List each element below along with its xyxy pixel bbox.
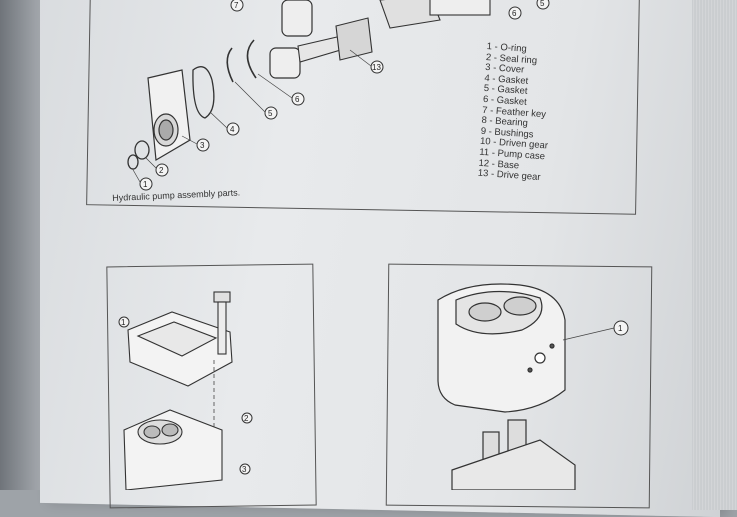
callout-label: 3	[242, 465, 247, 474]
callout-label: 1	[121, 318, 126, 327]
gasket-5	[226, 47, 234, 83]
callout-leaders-top	[131, 49, 372, 183]
gasket-6	[246, 39, 257, 79]
gasket-4	[192, 66, 215, 119]
drive-shaft	[297, 0, 491, 63]
callout-label: 2	[244, 414, 249, 423]
callout-label: 6	[512, 9, 517, 18]
bottom-right-pump-drawing	[437, 283, 576, 490]
callout-label: 6	[295, 95, 300, 104]
bottom-left-pump-drawing	[123, 291, 233, 490]
callout-label: 1	[143, 180, 148, 189]
cover-plate	[147, 69, 191, 161]
callout-markers-top	[139, 0, 550, 191]
callout-label: 7	[234, 1, 239, 10]
bearing	[269, 0, 313, 79]
callout-label: 1	[618, 324, 623, 333]
callout-label: 5	[540, 0, 545, 8]
callout-markers-bottom-left	[118, 316, 253, 475]
seal-rings	[127, 140, 150, 170]
callout-label: 4	[230, 125, 235, 134]
callout-label: 13	[372, 63, 381, 72]
exploded-diagram: 1 2 3 4 5 6 7 13 6 5 1 2 3	[118, 0, 629, 490]
parts-legend: 1 - O-ring 2 - Seal ring 3 - Cover 4 - G…	[477, 41, 555, 184]
callout-markers-bottom-right	[562, 320, 629, 341]
callout-label: 3	[200, 141, 205, 150]
page-stack-edge	[692, 0, 737, 510]
callout-label: 5	[268, 109, 273, 118]
callout-label: 2	[159, 166, 164, 175]
